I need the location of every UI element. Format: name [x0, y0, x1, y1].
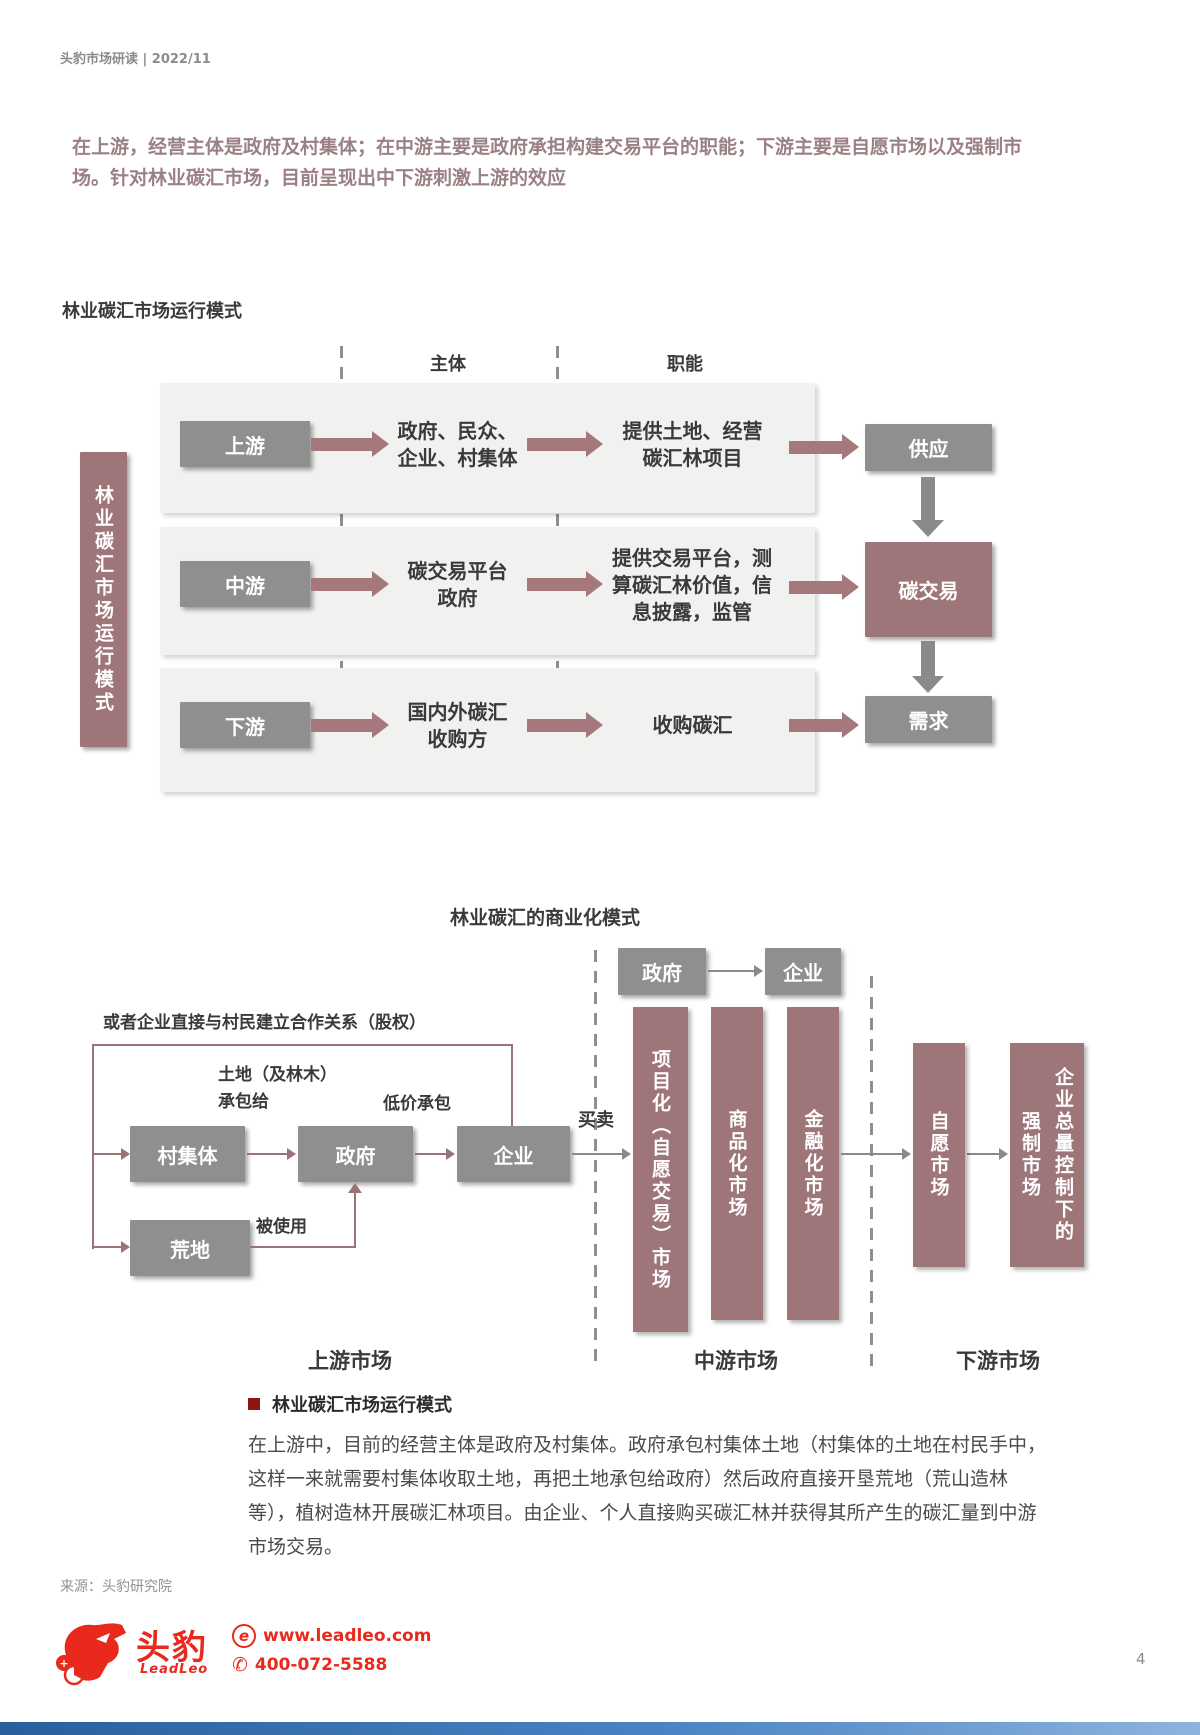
figure2-label-upstream-market: 上游市场	[308, 1349, 392, 1373]
figure1-subject-1: 政府、民众、 企业、村集体	[397, 419, 518, 470]
figure1-stage-midstream: 中游	[180, 561, 310, 607]
figure1-function-3: 收购碳汇	[652, 713, 733, 737]
figure1-function-2: 提供交易平台，测 算碳汇林价值，信 息披露，监管	[612, 546, 772, 624]
arrow-right-icon	[527, 571, 603, 597]
figure2-bar-project-market: 项目化（自愿交易）市场	[633, 1007, 688, 1332]
figure2-equity-note: 或者企业直接与村民建立合作关系（股权）	[103, 1013, 426, 1033]
arrow-right-icon	[708, 965, 763, 977]
page-number: 4	[1136, 1650, 1146, 1668]
figure2-label-cheap: 低价承包	[383, 1094, 451, 1114]
report-header: 头豹市场研读 | 2022/11	[60, 52, 211, 67]
svg-text:+: +	[59, 1657, 68, 1670]
intro-summary: 在上游，经营主体是政府及村集体；在中游主要是政府承担构建交易平台的职能；下游主要…	[72, 136, 1023, 189]
figure1-col-function: 职能	[667, 354, 703, 375]
arrow-right-icon	[789, 434, 859, 460]
arrow-right-icon	[92, 1241, 130, 1253]
figure1-stage-upstream: 上游	[180, 421, 310, 467]
phone-number: 400-072-5588	[254, 1655, 388, 1675]
figure2-box-enterprise: 企业	[457, 1126, 570, 1182]
brand-subname: LeadLeo	[140, 1662, 209, 1677]
website-link[interactable]: www.leadleo.com	[263, 1626, 432, 1646]
arrow-right-icon	[311, 712, 389, 738]
arrow-right-icon	[789, 574, 859, 600]
figure1-subject-2: 碳交易平台 政府	[407, 559, 508, 610]
footer-blue-bar	[0, 1722, 1200, 1735]
figure2-divider-up-mid	[594, 950, 597, 1370]
browser-e-icon: e	[232, 1624, 256, 1648]
figure2-bar-mandatory-market: 企业总量控制下的 强制市场	[1010, 1043, 1084, 1267]
loop-line-right	[511, 1044, 513, 1126]
figure2-label-midstream-market: 中游市场	[694, 1349, 778, 1373]
arrow-right-icon	[967, 1148, 1008, 1160]
arrow-up-icon	[348, 1183, 362, 1193]
phone-row: ✆ 400-072-5588	[232, 1654, 387, 1676]
figure1-left-axis-label: 林业碳汇市场运行模式	[92, 484, 114, 715]
figure2-bar-financial-market: 金融化市场	[787, 1007, 839, 1320]
figure1-col-subject: 主体	[430, 354, 466, 375]
arrow-right-icon	[247, 1148, 296, 1160]
website-row: e www.leadleo.com	[232, 1624, 431, 1648]
figure2-bar-commodity-market: 商品化市场	[711, 1007, 763, 1320]
arrow-down-icon	[912, 641, 944, 693]
figure1-subject-3: 国内外碳汇 收购方	[407, 700, 508, 751]
bullet-section-title: 林业碳汇市场运行模式	[272, 1395, 452, 1416]
figure1-result-carbontrade: 碳交易	[865, 542, 992, 637]
phone-icon: ✆	[232, 1654, 248, 1676]
bar-label: 商品化市场	[725, 1108, 748, 1219]
loop-line-top	[92, 1044, 513, 1046]
figure1-title: 林业碳汇市场运行模式	[62, 301, 242, 322]
arrow-right-icon	[527, 431, 603, 457]
arrow-right-icon	[841, 1148, 911, 1160]
arrow-right-icon	[311, 431, 389, 457]
figure2-bar-voluntary-market: 自愿市场	[913, 1043, 965, 1267]
figure2-box-government: 政府	[298, 1126, 413, 1182]
arrow-right-icon	[527, 712, 603, 738]
arrow-right-icon	[789, 712, 859, 738]
figure1-stage-downstream: 下游	[180, 702, 310, 748]
bar-label: 自愿市场	[927, 1111, 950, 1199]
figure2-label-downstream-market: 下游市场	[956, 1349, 1040, 1373]
arrow-right-icon	[92, 1148, 130, 1160]
bar-label: 强制市场	[1019, 1111, 1041, 1199]
arrow-right-icon	[572, 1148, 631, 1160]
arrow-right-icon	[415, 1148, 455, 1160]
figure2-label-trade: 买卖	[578, 1110, 614, 1131]
source-note: 来源：头豹研究院	[60, 1579, 172, 1595]
figure2-divider-mid-down	[870, 976, 873, 1370]
connector-line	[354, 1192, 356, 1248]
figure2-box-village: 村集体	[130, 1126, 245, 1182]
brand-name: 头豹	[136, 1628, 208, 1668]
figure2-topbox-enterprise: 企业	[765, 948, 841, 995]
figure2-box-wasteland: 荒地	[130, 1220, 250, 1276]
body-paragraph: 在上游中，目前的经营主体是政府及村集体。政府承包村集体土地（村集体的土地在村民手…	[248, 1434, 1047, 1558]
figure2-title: 林业碳汇的商业化模式	[450, 907, 641, 929]
bar-label: 企业总量控制下的	[1052, 1067, 1074, 1243]
figure2-label-land: 土地（及林木） 承包给	[218, 1065, 337, 1112]
figure2-label-used: 被使用	[256, 1217, 307, 1237]
bullet-square-icon	[248, 1398, 260, 1410]
leadleo-logo-icon: +	[52, 1615, 130, 1687]
loop-line-left	[92, 1044, 94, 1249]
bar-label: 金融化市场	[801, 1108, 824, 1219]
arrow-right-icon	[311, 571, 389, 597]
connector-line	[250, 1246, 356, 1248]
figure1-result-supply: 供应	[865, 424, 992, 471]
figure1-function-1: 提供土地、经营 碳汇林项目	[622, 419, 763, 470]
figure1-left-axis: 林业碳汇市场运行模式	[80, 452, 127, 747]
figure2-topbox-government: 政府	[618, 948, 706, 995]
bar-label: 项目化（自愿交易）市场	[649, 1048, 671, 1291]
figure1-result-demand: 需求	[865, 696, 992, 743]
arrow-down-icon	[912, 477, 944, 537]
